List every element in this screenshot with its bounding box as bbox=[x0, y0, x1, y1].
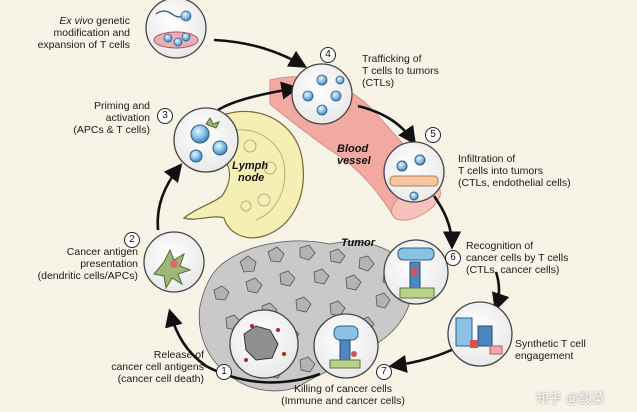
step-4-line2: T cells to tumors bbox=[362, 65, 439, 77]
cycle-arrows bbox=[156, 38, 510, 384]
step-5-illustration bbox=[389, 154, 439, 201]
step-0-title-text: genetic bbox=[93, 15, 130, 27]
step-2-label: Cancer antigen presentation (dendritic c… bbox=[10, 246, 138, 282]
step-6-label: Recognition of cancer cells by T cells (… bbox=[466, 240, 568, 276]
step-2-line1: Cancer antigen bbox=[66, 246, 138, 258]
step-1-number: 1 bbox=[216, 364, 232, 380]
step-0-line2: modification and bbox=[53, 27, 130, 39]
step-3-label: Priming and activation (APCs & T cells) bbox=[40, 100, 150, 136]
lymph-node-label: Lymph node bbox=[232, 160, 268, 184]
step-0-line3: expansion of T cells bbox=[37, 39, 130, 51]
step-5-disk bbox=[383, 141, 445, 203]
step-6-illustration bbox=[397, 247, 435, 299]
step-6-line3: (CTLs, cancer cells) bbox=[466, 264, 560, 276]
step-1-line3: (cancer cell death) bbox=[117, 373, 204, 385]
step-3-line3: (APCs & T cells) bbox=[73, 124, 150, 136]
blood-vessel-label: Blood vessel bbox=[337, 143, 371, 167]
tumor-label: Tumor bbox=[341, 237, 376, 249]
step-7-line2: (Immune and cancer cells) bbox=[281, 395, 405, 407]
step-0-disk bbox=[145, 0, 207, 59]
step-1-line1: Release of bbox=[153, 349, 204, 361]
step-5-number: 5 bbox=[425, 127, 441, 143]
step-7-illustration bbox=[329, 325, 361, 369]
step-6-line2: cancer cells by T cells bbox=[466, 252, 569, 264]
blood-vessel-line2: vessel bbox=[337, 155, 371, 167]
step-2-line3: (dendritic cells/APCs) bbox=[37, 270, 138, 282]
step-6-number: 6 bbox=[445, 250, 461, 266]
step-3-illustration bbox=[189, 117, 228, 163]
step-8-line2: engagement bbox=[515, 350, 574, 362]
step-8-line1: Synthetic T cell bbox=[515, 338, 586, 350]
step-4-number: 4 bbox=[320, 47, 336, 63]
step-7-label: Killing of cancer cells (Immune and canc… bbox=[258, 383, 428, 407]
step-5-line1: Infiltration of bbox=[458, 153, 516, 165]
step-1-label: Release of cancer cell antigens (cancer … bbox=[76, 349, 204, 385]
step-2-line2: presentation bbox=[80, 258, 138, 270]
lymph-node-line2: node bbox=[238, 172, 265, 184]
step-7-number: 7 bbox=[376, 364, 392, 380]
lymph-node-shape bbox=[182, 110, 304, 239]
step-4-label: Trafficking of T cells to tumors (CTLs) bbox=[362, 53, 439, 89]
step-7-line1: Killing of cancer cells bbox=[293, 383, 393, 395]
step-2-illustration bbox=[153, 248, 192, 290]
step-4-illustration bbox=[302, 74, 345, 116]
step-3-line2: activation bbox=[105, 112, 150, 124]
blood-vessel-line1: Blood bbox=[337, 143, 369, 155]
step-4-line3: (CTLs) bbox=[362, 77, 395, 89]
step-2-number: 2 bbox=[124, 232, 140, 248]
step-5-label: Infiltration of T cells into tumors (CTL… bbox=[458, 153, 571, 189]
step-8-illustration bbox=[455, 317, 503, 355]
step-1-line2: cancer cell antigens bbox=[111, 361, 204, 373]
step-0-label: Ex vivo genetic modification and expansi… bbox=[4, 15, 130, 51]
lymph-node-line1: Lymph bbox=[232, 160, 269, 172]
step-0-italic-text: Ex vivo bbox=[59, 15, 94, 27]
step-0-illustration bbox=[153, 10, 199, 49]
step-3-number: 3 bbox=[157, 108, 173, 124]
step-3-line1: Priming and bbox=[93, 100, 150, 112]
step-4-line1: Trafficking of bbox=[362, 53, 422, 65]
step-5-line2: T cells into tumors bbox=[458, 165, 543, 177]
step-5-line3: (CTLs, endothelial cells) bbox=[458, 177, 571, 189]
step-6-line1: Recognition of bbox=[466, 240, 534, 252]
step-1-illustration bbox=[243, 324, 286, 362]
watermark: 知乎 @酸菜 bbox=[536, 391, 605, 406]
step-8-label: Synthetic T cell engagement bbox=[515, 338, 586, 362]
